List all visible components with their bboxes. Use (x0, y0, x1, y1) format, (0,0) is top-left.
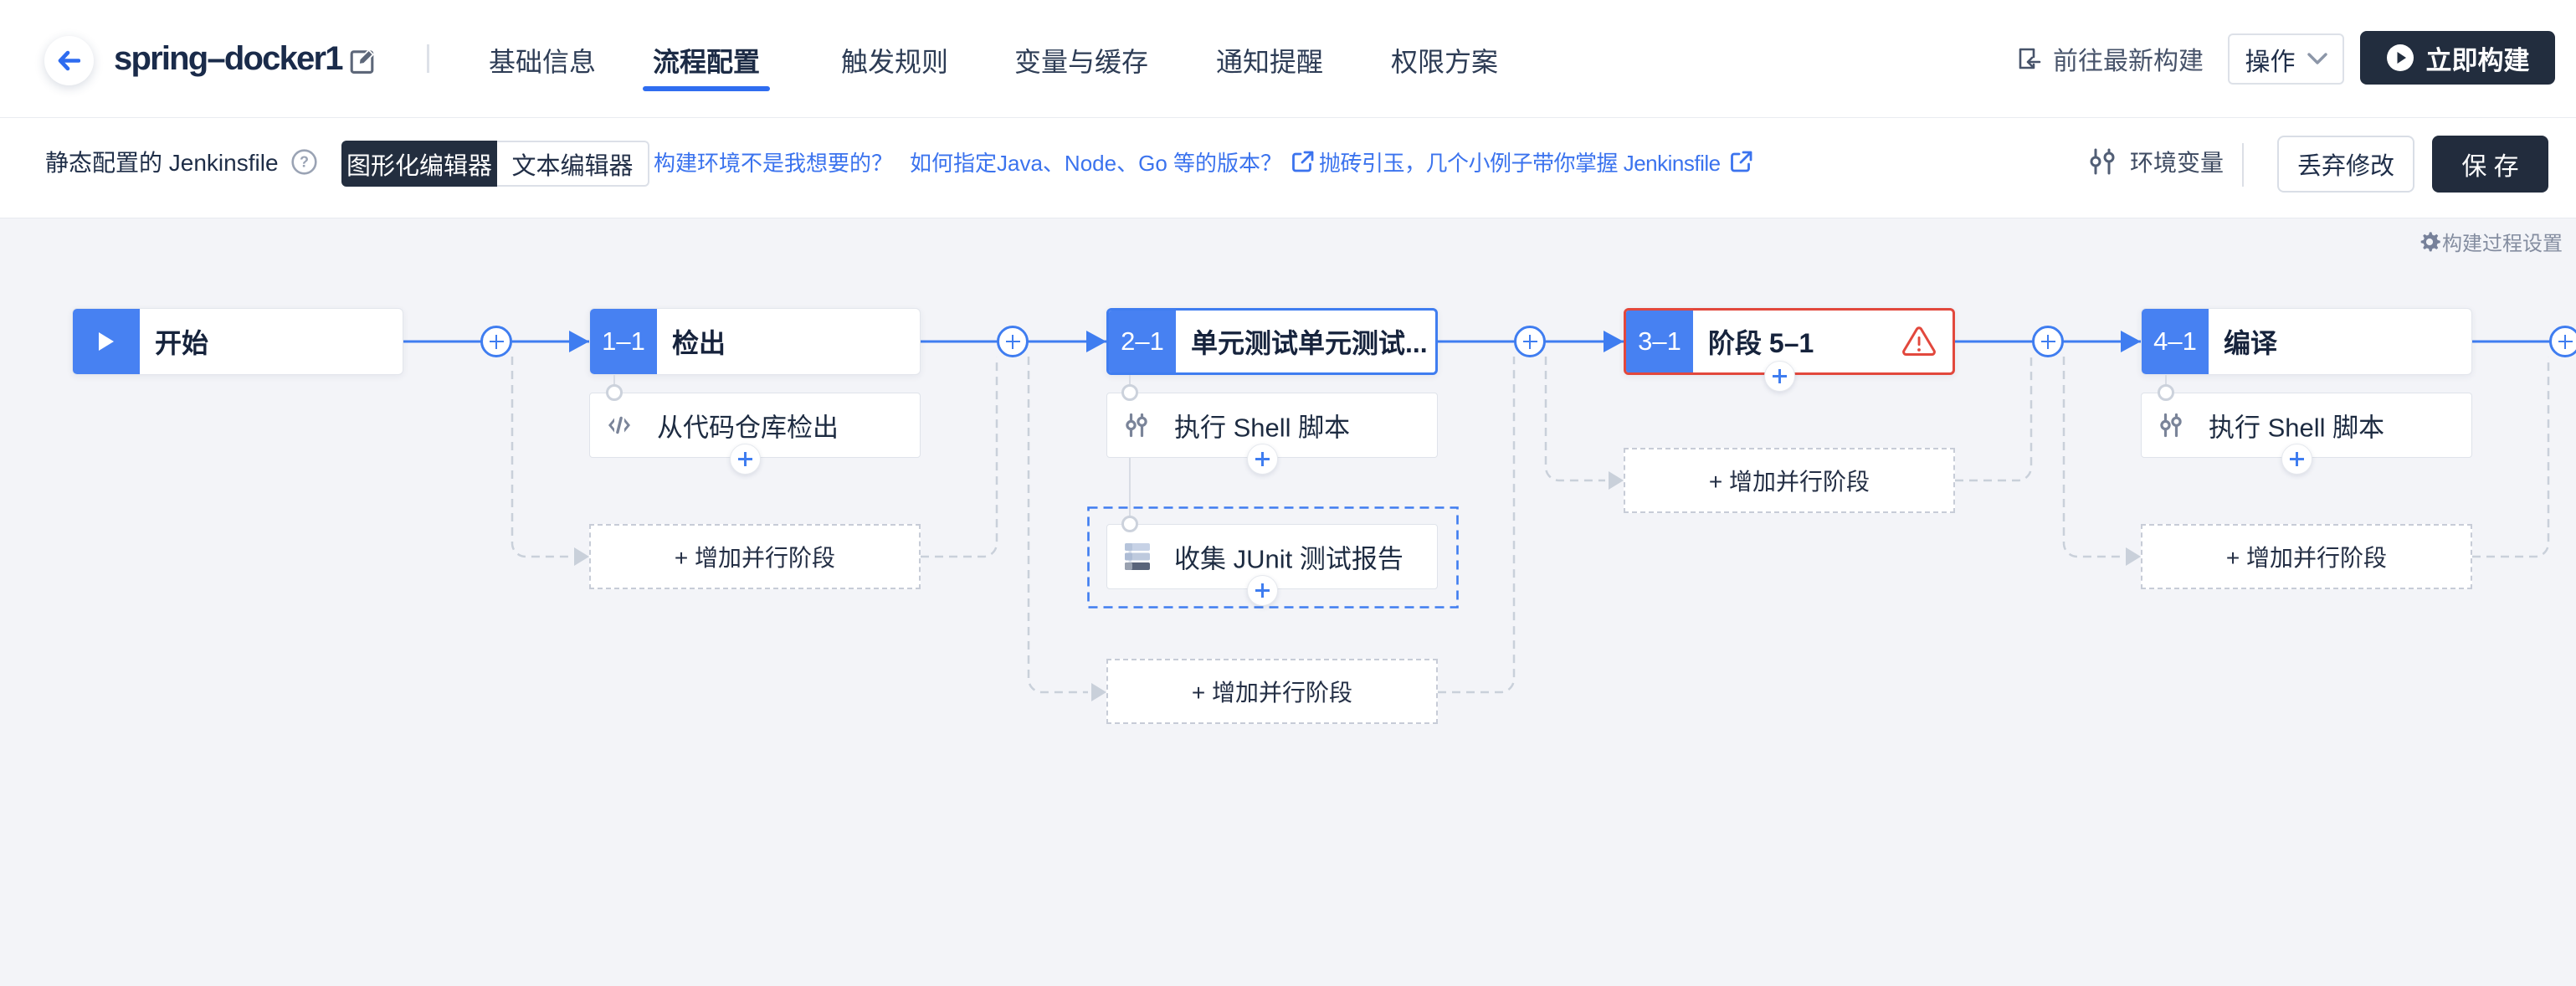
svg-text:?: ? (300, 153, 309, 170)
